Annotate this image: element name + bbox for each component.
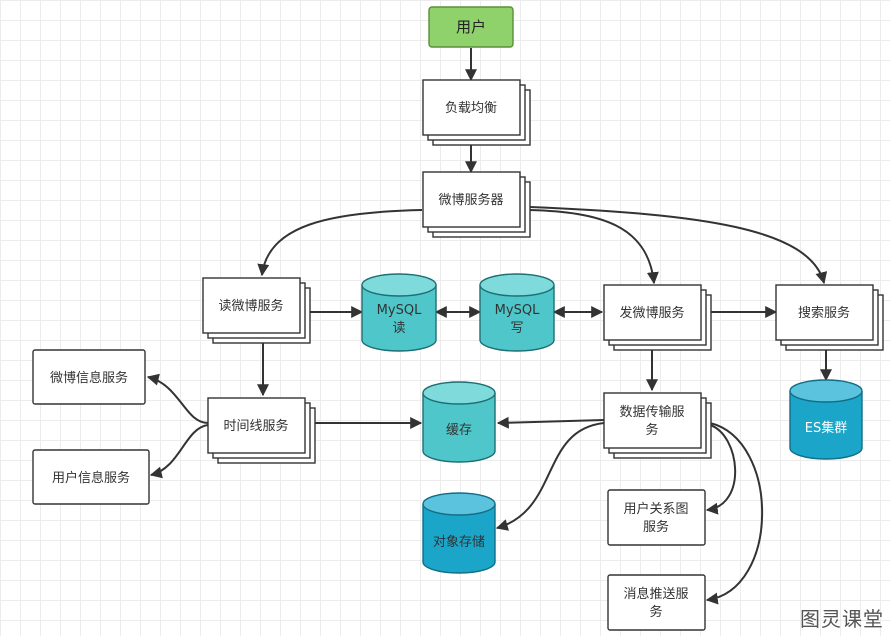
node-search: 搜索服务	[775, 284, 884, 351]
db-object-storage: 对象存储	[422, 492, 496, 574]
timeline-label: 时间线服务	[223, 418, 288, 434]
node-user-info: 用户信息服务	[32, 449, 150, 505]
node-message-push: 消息推送服 务	[607, 574, 706, 631]
data-transfer-label-1: 数据传输服	[619, 404, 684, 420]
es-cluster-label: ES集群	[805, 420, 847, 436]
db-mysql-read: MySQL 读	[361, 273, 437, 352]
node-weibo-server: 微博服务器	[422, 171, 531, 238]
user-relation-label-1: 用户关系图	[623, 501, 688, 517]
message-push-label-1: 消息推送服	[623, 586, 688, 602]
watermark: 图灵课堂	[800, 607, 884, 631]
mysql-write-label-1: MySQL	[495, 303, 540, 318]
search-label: 搜索服务	[798, 305, 850, 321]
db-es-cluster: ES集群	[789, 379, 863, 460]
edge-server-to-search	[529, 206, 828, 285]
edge-data-to-message-push	[705, 422, 764, 605]
mysql-read-label-2: 读	[392, 321, 405, 336]
data-transfer-label-2: 务	[645, 422, 658, 438]
edge-data-to-cache	[496, 416, 605, 429]
user-relation-label-2: 服务	[643, 519, 669, 535]
mysql-read-label-1: MySQL	[377, 303, 422, 318]
load-balancer-label: 负载均衡	[445, 101, 497, 116]
object-storage-label: 对象存储	[433, 535, 485, 550]
node-user: 用户	[428, 6, 514, 48]
post-weibo-label: 发微博服务	[619, 305, 684, 321]
edge-timeline-to-user-info	[149, 424, 209, 479]
node-post-weibo: 发微博服务	[603, 284, 712, 351]
edge-data-to-object-storage	[495, 422, 605, 531]
cache-label: 缓存	[446, 423, 472, 438]
read-weibo-label: 读微博服务	[218, 298, 283, 314]
weibo-server-label: 微博服务器	[438, 192, 503, 208]
weibo-info-label: 微博信息服务	[50, 370, 128, 386]
node-read-weibo: 读微博服务	[202, 277, 311, 344]
user-label: 用户	[456, 18, 486, 36]
mysql-write-label-2: 写	[510, 321, 523, 336]
db-mysql-write: MySQL 写	[479, 273, 555, 352]
db-cache: 缓存	[422, 381, 496, 463]
edge-server-to-post	[529, 209, 659, 285]
edge-data-to-user-relation	[705, 424, 737, 515]
node-weibo-info: 微博信息服务	[32, 349, 146, 405]
edge-server-to-read	[257, 209, 423, 277]
message-push-label-2: 务	[649, 604, 662, 620]
user-info-label: 用户信息服务	[52, 470, 130, 486]
node-data-transfer: 数据传输服 务	[603, 392, 712, 459]
node-load-balancer: 负载均衡	[422, 79, 531, 146]
node-timeline: 时间线服务	[207, 397, 316, 464]
edge-timeline-to-weibo-info	[146, 373, 209, 424]
node-user-relation: 用户关系图 服务	[607, 489, 706, 546]
